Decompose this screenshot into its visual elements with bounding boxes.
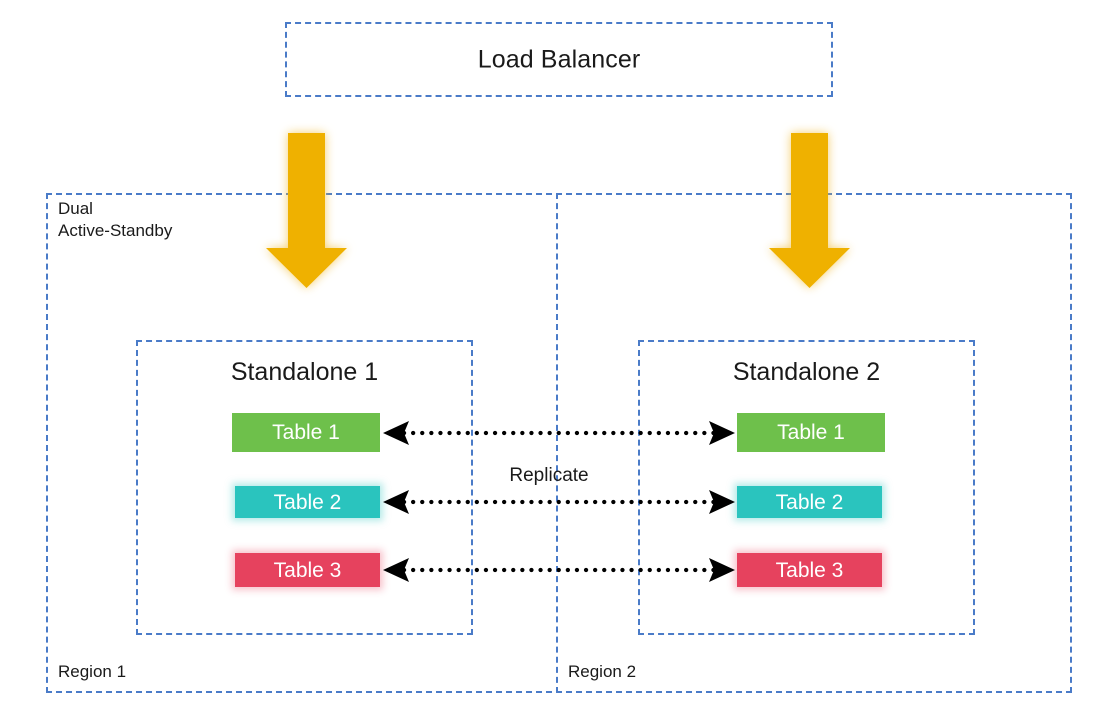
replicate-label: Replicate	[509, 465, 589, 486]
standalone-1-table-1[interactable]: Table 1	[232, 413, 380, 452]
load-balancer-label: Load Balancer	[477, 45, 641, 73]
region-1-label: Region 1	[58, 662, 127, 681]
dual-mode-label: Dual Active-Standby	[58, 199, 173, 240]
standalone-2-table-3[interactable]: Table 3	[737, 553, 882, 587]
standalone-1-box[interactable]: Standalone 1	[136, 340, 473, 635]
load-balancer-box[interactable]: Load Balancer	[285, 22, 833, 97]
standalone-1-table-3[interactable]: Table 3	[235, 553, 380, 587]
standalone-2-title: Standalone 2	[732, 358, 881, 386]
standalone-2-table-2[interactable]: Table 2	[737, 486, 882, 518]
standalone-2-box[interactable]: Standalone 2	[638, 340, 975, 635]
standalone-1-title: Standalone 1	[230, 358, 379, 386]
region-2-label: Region 2	[568, 662, 637, 681]
dual-region-container	[46, 193, 1072, 693]
region-divider-line	[556, 193, 558, 693]
standalone-2-table-1[interactable]: Table 1	[737, 413, 885, 452]
replicate-label-wrap: Replicate	[0, 465, 1094, 487]
standalone-1-table-2[interactable]: Table 2	[235, 486, 380, 518]
